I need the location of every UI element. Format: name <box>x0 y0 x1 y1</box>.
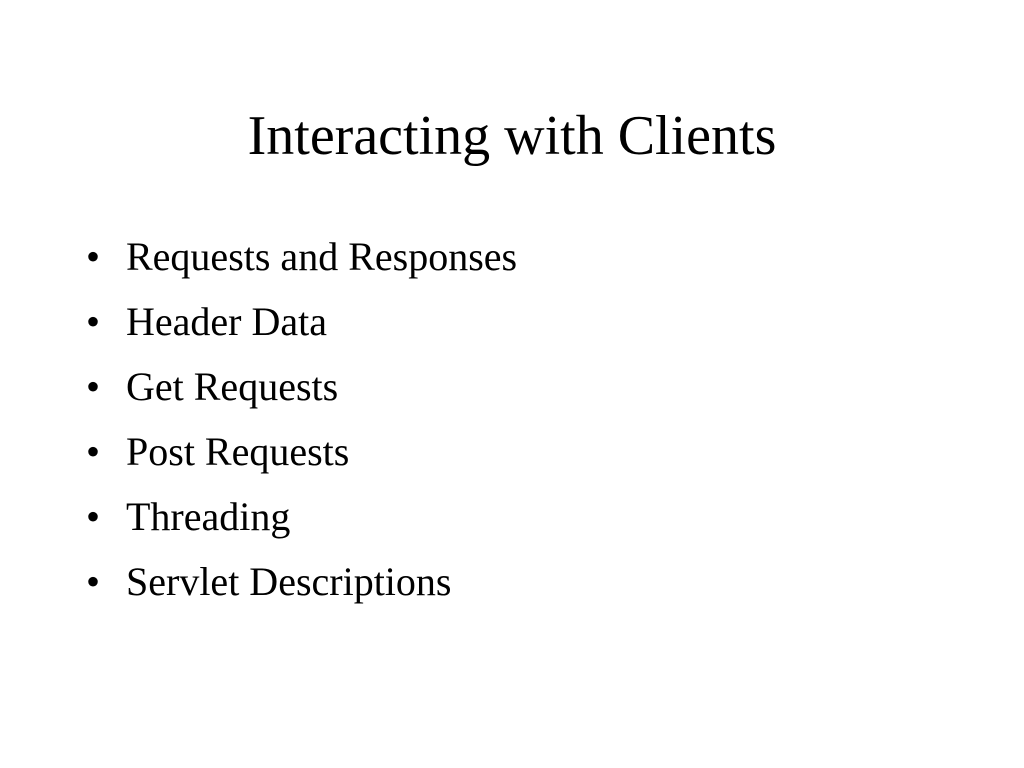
bullet-icon: • <box>86 299 101 344</box>
bullet-text: Threading <box>126 494 291 539</box>
list-item: • Header Data <box>86 293 517 358</box>
bullet-icon: • <box>86 429 101 474</box>
list-item: • Threading <box>86 488 517 553</box>
bullet-icon: • <box>86 494 101 539</box>
bullet-icon: • <box>86 364 101 409</box>
bullet-text: Servlet Descriptions <box>126 559 452 604</box>
bullet-text: Header Data <box>126 299 327 344</box>
bullet-icon: • <box>86 559 101 604</box>
bullet-text: Post Requests <box>126 429 350 474</box>
list-item: • Requests and Responses <box>86 228 517 293</box>
bullet-text: Requests and Responses <box>126 234 518 279</box>
bullet-icon: • <box>86 234 101 279</box>
bullet-text: Get Requests <box>126 364 339 409</box>
bullet-list: • Requests and Responses • Header Data •… <box>86 228 517 618</box>
slide-title: Interacting with Clients <box>247 105 777 167</box>
list-item: • Get Requests <box>86 358 517 423</box>
list-item: • Post Requests <box>86 423 517 488</box>
list-item: • Servlet Descriptions <box>86 553 517 618</box>
